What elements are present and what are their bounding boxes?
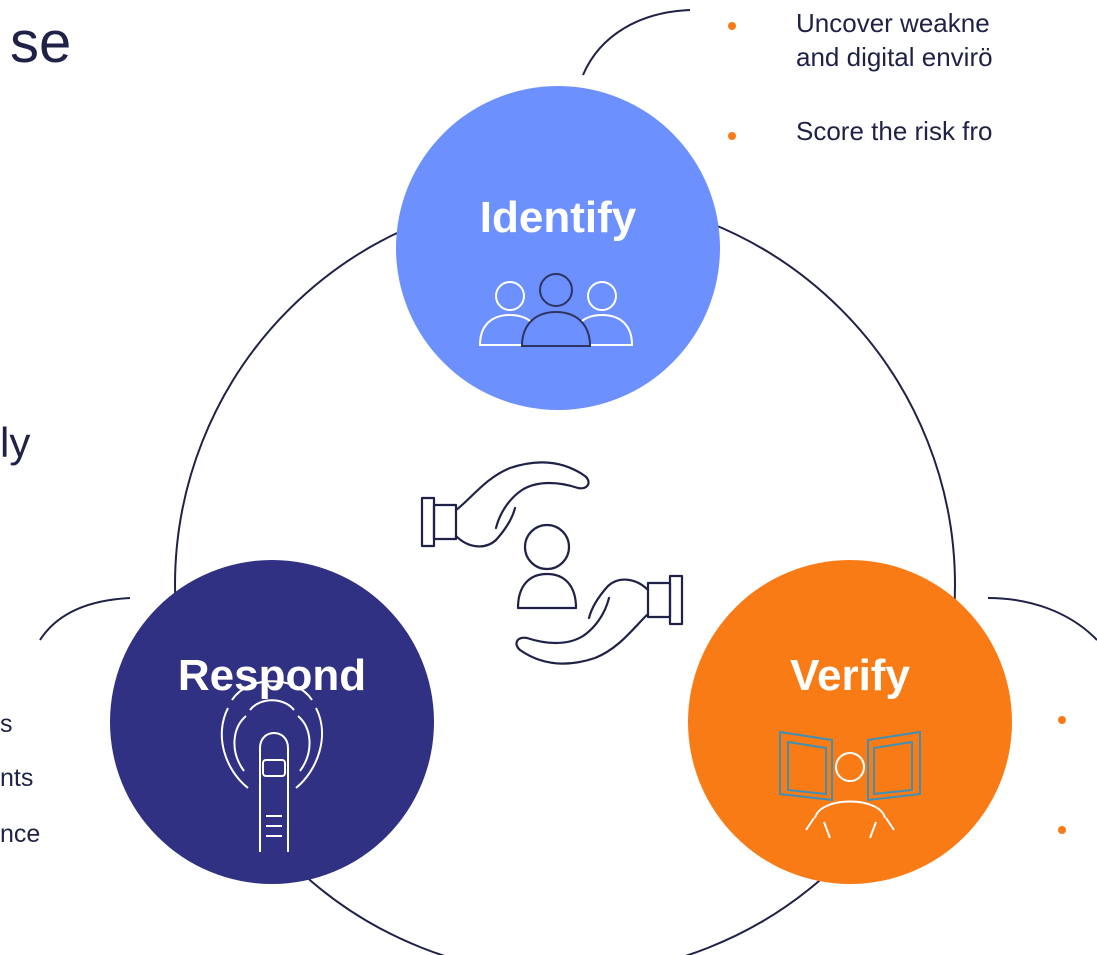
identify-bullet-dot-1 (728, 22, 736, 30)
identify-bullet-1-line-1: Uncover weakne (796, 8, 990, 38)
monitors-analyst-icon (779, 730, 921, 839)
identify-callout-arc (582, 9, 691, 76)
left-list-fragment-3: nce (0, 820, 41, 848)
left-list-fragment-2: nts (0, 764, 34, 792)
respond-label: Respond (177, 651, 367, 700)
hands-protecting-person-icon (420, 461, 684, 665)
touch-fingerprint-icon (220, 680, 324, 852)
identify-bullet-2: Score the risk fro (796, 116, 993, 146)
respond-callout-arc (39, 597, 131, 641)
left-title-fragment: se (10, 10, 72, 75)
identify-bullet-1-line-2: and digital envirö (796, 42, 993, 72)
verify-bullet-dot-1 (1058, 716, 1066, 724)
left-mid-fragment: ly (0, 419, 31, 466)
identify-label: Identify (479, 193, 637, 242)
identify-bullet-dot-2 (728, 132, 736, 140)
left-list-fragment-1: s (0, 710, 13, 738)
people-group-icon (478, 273, 634, 347)
verify-node (688, 560, 1012, 884)
respond-node (110, 560, 434, 884)
verify-callout-arc (987, 597, 1097, 641)
identify-node (396, 86, 720, 410)
verify-label: Verify (790, 651, 910, 700)
verify-bullet-dot-2 (1058, 826, 1066, 834)
